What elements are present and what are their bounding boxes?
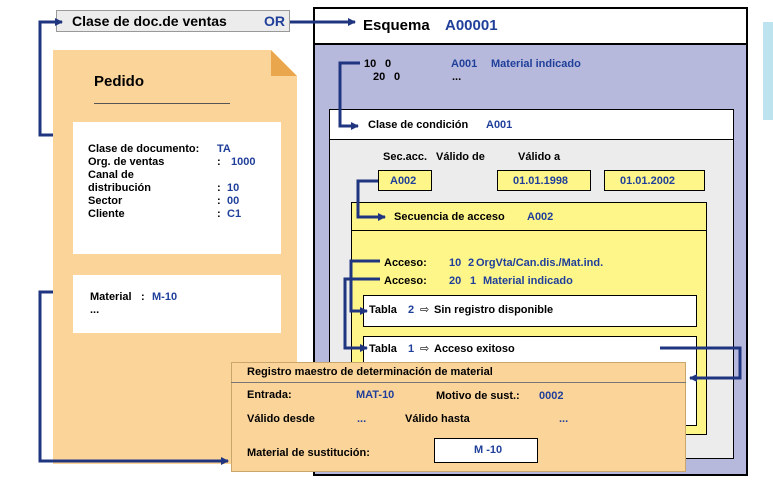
access-sequence-label: Secuencia de acceso [394,211,505,223]
entry-label: Entrada: [247,389,292,401]
order-field-channel-label-2: distribución [88,182,151,194]
order-field-sales-org-label: Org. de ventas [88,156,165,168]
access-counter: 1 [470,275,477,287]
table-result: Sin registro disponible [434,304,554,316]
entry-value: MAT-10 [356,389,395,401]
access-counter: 2 [468,257,475,269]
order-field-customer-value: C1 [227,208,242,220]
valid-from-box [497,170,591,191]
schema-row-step: 20 [373,71,386,83]
schema-row-step: 10 [364,58,377,70]
order-field-customer-label: Cliente [88,208,125,220]
table-num: 1 [408,343,415,355]
order-field-channel-value: 10 [227,182,240,194]
order-item-material-value: M-10 [152,291,178,303]
order-field-sales-org-sep: : [217,156,221,168]
access-label: Acceso: [384,275,427,287]
order-item-panel [73,275,281,333]
column-seq-header: Sec.acc. [383,151,428,163]
order-title: Pedido [94,73,145,90]
order-header-panel [73,122,281,254]
valid-from-value: 01.01.1998 [513,175,569,187]
order-field-division-value: 00 [227,195,240,207]
reason-label: Motivo de sust.: [436,390,520,402]
table-arrow-icon: ⇨ [420,304,430,316]
access-sequence-value: A002 [527,211,554,223]
sales-doc-type-label: Clase de doc.de ventas [72,13,227,29]
order-field-division-sep: : [217,195,221,207]
sales-doc-type-value: OR [264,13,285,29]
order-field-channel-label-1: Canal de [88,169,134,181]
master-record-divider [231,382,686,383]
order-item-more: ... [90,304,100,316]
condition-type-value: A001 [486,119,513,131]
table-label: Tabla [369,343,397,355]
schema-row-counter: 0 [394,71,401,83]
table-label: Tabla [369,304,397,316]
access-desc: Material indicado [483,275,573,287]
valid-to-label: Válido hasta [405,413,470,425]
order-field-doc-type-label: Clase de documento: [88,143,200,155]
column-valid-from-header: Válido de [436,151,485,163]
order-field-division-label: Sector [88,195,123,207]
seq-value: A002 [390,175,417,187]
schema-row-counter: 0 [385,58,392,70]
substitution-value: M -10 [474,444,503,456]
schema-value: A00001 [445,17,498,34]
reason-value: 0002 [539,390,564,402]
column-valid-to-header: Válido a [518,151,561,163]
access-desc: OrgVta/Can.dis./Mat.ind. [476,257,604,269]
order-field-channel-sep: : [217,182,221,194]
condition-type-label: Clase de condición [368,119,469,131]
schema-row-code: A001 [451,58,478,70]
schema-header [315,9,746,45]
access-num: 10 [449,257,462,269]
order-field-sales-org-value: 1000 [231,156,256,168]
table-result: Acceso exitoso [434,343,515,355]
table-2-box [363,295,697,327]
condition-type-header [330,110,733,140]
access-sequence-header [352,203,706,231]
valid-from-dots: ... [357,413,367,425]
access-label: Acceso: [384,257,427,269]
order-item-material-label: Material [90,291,132,303]
substitution-label: Material de sustitución: [247,447,370,459]
order-field-doc-type-value: TA [217,143,231,155]
schema-row-code: ... [452,71,462,83]
edge-decoration [763,22,773,120]
substitution-field [434,438,538,463]
access-num: 20 [449,275,462,287]
schema-row-desc: Material indicado [491,58,581,70]
table-arrow-icon: ⇨ [420,343,430,355]
order-field-customer-sep: : [217,208,221,220]
valid-to-box [604,170,705,191]
valid-to-value: 01.01.2002 [620,175,676,187]
valid-to-dots: ... [559,413,569,425]
valid-from-label: Válido desde [247,413,315,425]
schema-label: Esquema [363,17,430,34]
order-page-fold [271,50,297,76]
order-title-divider [94,103,230,104]
table-num: 2 [408,304,415,316]
order-item-material-sep: : [141,291,145,303]
master-record-title: Registro maestro de determinación de mat… [247,366,493,378]
